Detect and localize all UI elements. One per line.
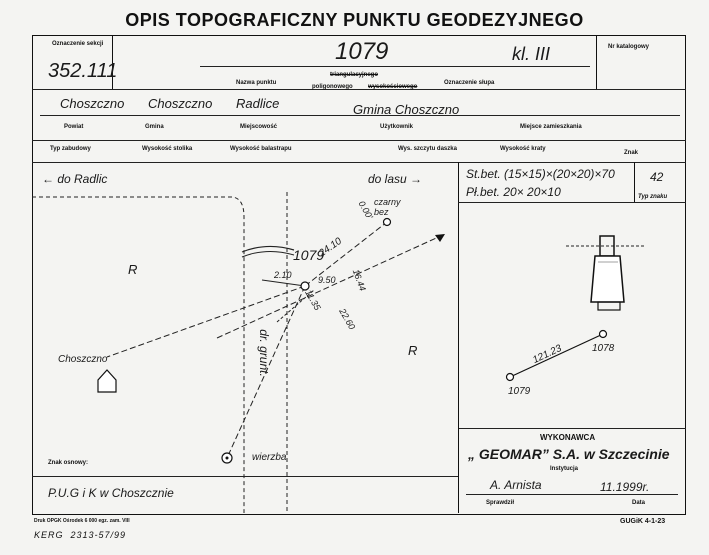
znak-label: Znak [624, 150, 639, 156]
town-label: Choszczno [58, 354, 108, 365]
sheet-value: 352.111 [48, 60, 118, 82]
willow-label: wierzba [252, 452, 287, 463]
point-type-polygon: poligonowego [312, 84, 353, 90]
form-code: GUGiK 4-1-23 [620, 518, 666, 525]
road-arc [241, 245, 295, 253]
gmina-label: Gmina [145, 124, 164, 130]
point-number: 1079 [335, 38, 389, 65]
marker-plate [597, 301, 621, 311]
miejscowosc-label: Miejscowość [240, 124, 278, 130]
elder-marker [382, 217, 392, 227]
surveyor-name: A. Arnista [490, 478, 542, 492]
mini-map-label-1078: 1078 [592, 343, 615, 354]
marker-line-1: St.bet. (15×15)×(20×20)×70 [466, 167, 615, 181]
area-r-2: R [408, 343, 418, 358]
wys-balastrapu-label: Wysokość balastrapu [230, 146, 292, 152]
wys-szczytu-label: Wys. szczytu daszka [398, 146, 457, 152]
contractor-label: WYKONAWCA [540, 433, 596, 442]
marker-diagram [505, 235, 646, 382]
survey-marks-label: Znak osnowy: [48, 460, 89, 466]
dist-2-10: 2.10 [274, 270, 292, 280]
line-to-willow [226, 285, 306, 459]
mini-map-label-1079: 1079 [508, 386, 531, 397]
uzytkownik-label: Użytkownik [380, 124, 414, 130]
point-1079-marker [300, 281, 310, 291]
mini-map-line [509, 333, 604, 378]
zamieszkanie-label: Miejsce zamieszkania [520, 124, 582, 130]
road-edge-left [32, 196, 245, 513]
column-label: Oznaczenie słupa [444, 80, 495, 86]
line-to-elder [304, 221, 388, 287]
topo-sketch [32, 192, 446, 513]
date-label: Data [632, 500, 646, 506]
town-icon [97, 369, 117, 393]
wys-stolika-label: Wysokość stolika [142, 146, 193, 152]
marker-line-2: Pł.bet. 20× 20×10 [466, 185, 561, 199]
form-title: OPIS TOPOGRAFICZNY PUNKTU GEODEZYJNEGO [125, 10, 584, 30]
dist-9-50: 9.50 [318, 275, 336, 285]
point-label-1079: 1079 [293, 247, 325, 263]
office-name: P.U.G i K w Choszcznie [48, 486, 174, 500]
point-class: kl. III [512, 44, 551, 64]
checked-label: Sprawdził [486, 500, 515, 506]
catalog-label: Nr katalogowy [608, 44, 650, 50]
type-label: Typ znaku [638, 194, 668, 200]
type-number: 42 [650, 170, 664, 184]
area-r-1: R [128, 262, 138, 277]
uzytkownik-value: Gmina Choszczno [353, 102, 460, 117]
typ-zabudowy-label: Typ zabudowy [50, 146, 91, 152]
elder-label: czarny bez [374, 197, 401, 217]
powiat-label: Powiat [64, 124, 84, 130]
line-offset [261, 279, 306, 287]
point-type-triang: triangulacyjnego [330, 72, 379, 78]
survey-date: 11.1999r. [600, 480, 650, 494]
to-forest: do lasu → [368, 172, 423, 186]
point-type-leveling: wysokościowego [368, 84, 418, 90]
serial-number: KERG 2313-57/99 [34, 530, 127, 540]
mini-map-point-1079 [505, 372, 515, 382]
line-short [276, 289, 315, 323]
to-radlice: ← do Radlic [42, 172, 108, 186]
line-long [216, 233, 446, 339]
point-name-label: Nazwa punktu [236, 80, 277, 86]
institution-label: Instytucja [550, 466, 579, 472]
road-label: dr. grunt. [256, 329, 271, 377]
miejscowosc-value: Radlice [236, 96, 280, 111]
line-to-town [106, 285, 306, 358]
powiat-value: Choszczno [60, 96, 125, 111]
print-note: Druk OPGK Ośrodek 6 000 egz. zam. VIII [34, 518, 130, 524]
sheet-label: Oznaczenie sekcji [52, 41, 104, 47]
gmina-value: Choszczno [148, 96, 213, 111]
form-frame [32, 35, 686, 515]
marker-pillar-shape [590, 255, 625, 303]
contractor-name: „ GEOMAR” S.A. w Szczecinie [468, 446, 670, 462]
wys-kraty-label: Wysokość kraty [500, 146, 546, 152]
mini-map-point-1078 [598, 329, 608, 339]
